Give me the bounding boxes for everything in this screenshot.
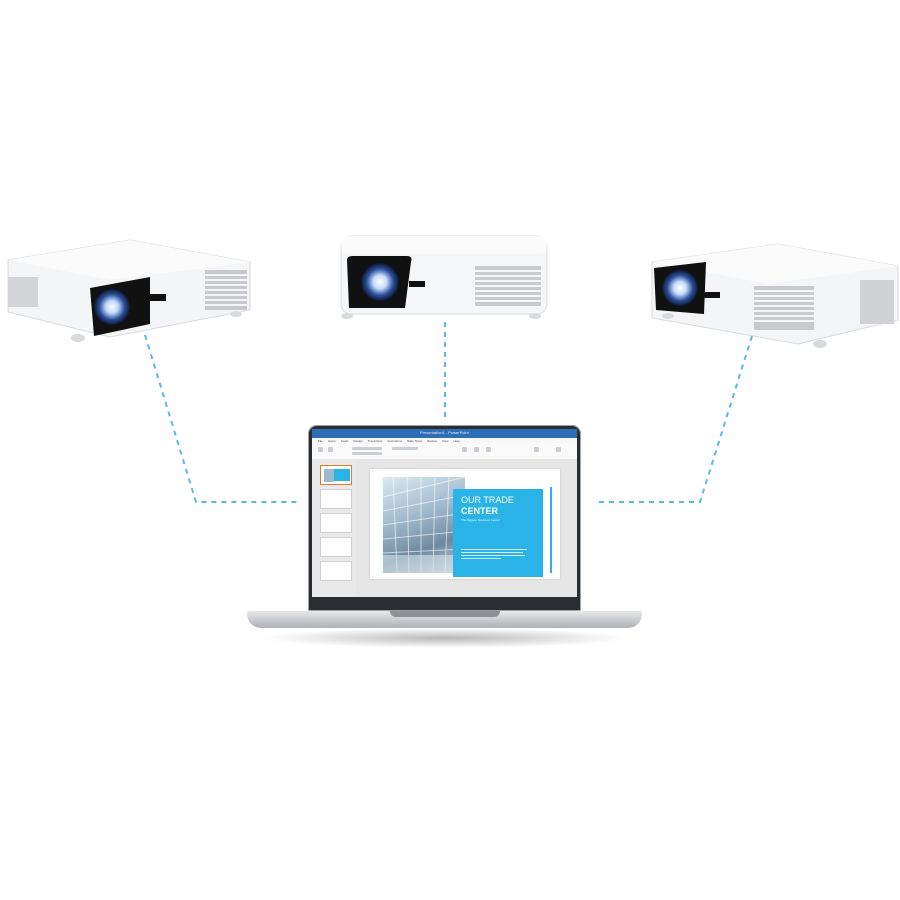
projector-center xyxy=(340,235,548,319)
slide-thumbnail[interactable] xyxy=(320,465,352,485)
tab-slide-show[interactable]: Slide Show xyxy=(407,438,423,443)
slide-subtitle: The Biggest Business Center xyxy=(461,518,500,522)
slide-thumbnail[interactable] xyxy=(320,537,352,557)
new-slide-icon[interactable] xyxy=(328,447,333,452)
tab-review[interactable]: Review xyxy=(427,438,437,443)
slide-thumbnails xyxy=(312,459,357,597)
arrange-icon[interactable] xyxy=(474,447,479,452)
editing-icon[interactable] xyxy=(534,447,539,452)
format-icon[interactable] xyxy=(352,452,382,455)
tab-design[interactable]: Design xyxy=(353,438,363,443)
connection-line-right xyxy=(596,335,753,503)
tab-animations[interactable]: Animations xyxy=(387,438,403,443)
font-icon[interactable] xyxy=(352,447,382,450)
tab-insert[interactable]: Insert xyxy=(340,438,349,443)
tab-home[interactable]: Home xyxy=(327,438,336,443)
slide-thumbnail[interactable] xyxy=(320,561,352,581)
shapes-icon[interactable] xyxy=(462,447,467,452)
slide-body-text xyxy=(461,549,531,565)
paragraph-icon[interactable] xyxy=(392,447,418,450)
current-slide[interactable]: OUR TRADE CENTER The Biggest Business Ce… xyxy=(370,469,560,579)
connection-line-left xyxy=(144,334,300,503)
projector-left xyxy=(7,239,251,342)
laptop-hinge-notch xyxy=(390,611,500,617)
slide-accent-bar xyxy=(550,487,552,573)
tab-view[interactable]: View xyxy=(441,438,449,443)
slide-canvas: OUR TRADE CENTER The Biggest Business Ce… xyxy=(356,459,577,597)
slide-title-line1: OUR TRADE xyxy=(461,495,514,505)
paste-icon[interactable] xyxy=(318,447,323,452)
laptop-shadow xyxy=(262,628,628,648)
projector-right xyxy=(651,243,899,348)
laptop-screen: Presentation1 - PowerPoint File Home Ins… xyxy=(312,429,577,597)
title-box: OUR TRADE CENTER The Biggest Business Ce… xyxy=(453,489,543,577)
slide-title-line2: CENTER xyxy=(461,506,499,516)
tab-help[interactable]: Help xyxy=(453,438,460,443)
designer-icon[interactable] xyxy=(556,447,561,452)
building-photo xyxy=(383,477,465,573)
app-title: Presentation1 - PowerPoint xyxy=(420,430,469,435)
ribbon-toolbar xyxy=(312,443,577,460)
tab-transitions[interactable]: Transitions xyxy=(367,438,383,443)
slide-thumbnail[interactable] xyxy=(320,513,352,533)
styles-icon[interactable] xyxy=(486,447,491,452)
tab-file[interactable]: File xyxy=(318,438,323,443)
slide-thumbnail[interactable] xyxy=(320,489,352,509)
app-titlebar: Presentation1 - PowerPoint xyxy=(312,429,577,438)
ribbon-tabs: File Home Insert Design Transitions Anim… xyxy=(312,438,577,443)
laptop-base xyxy=(247,611,642,628)
